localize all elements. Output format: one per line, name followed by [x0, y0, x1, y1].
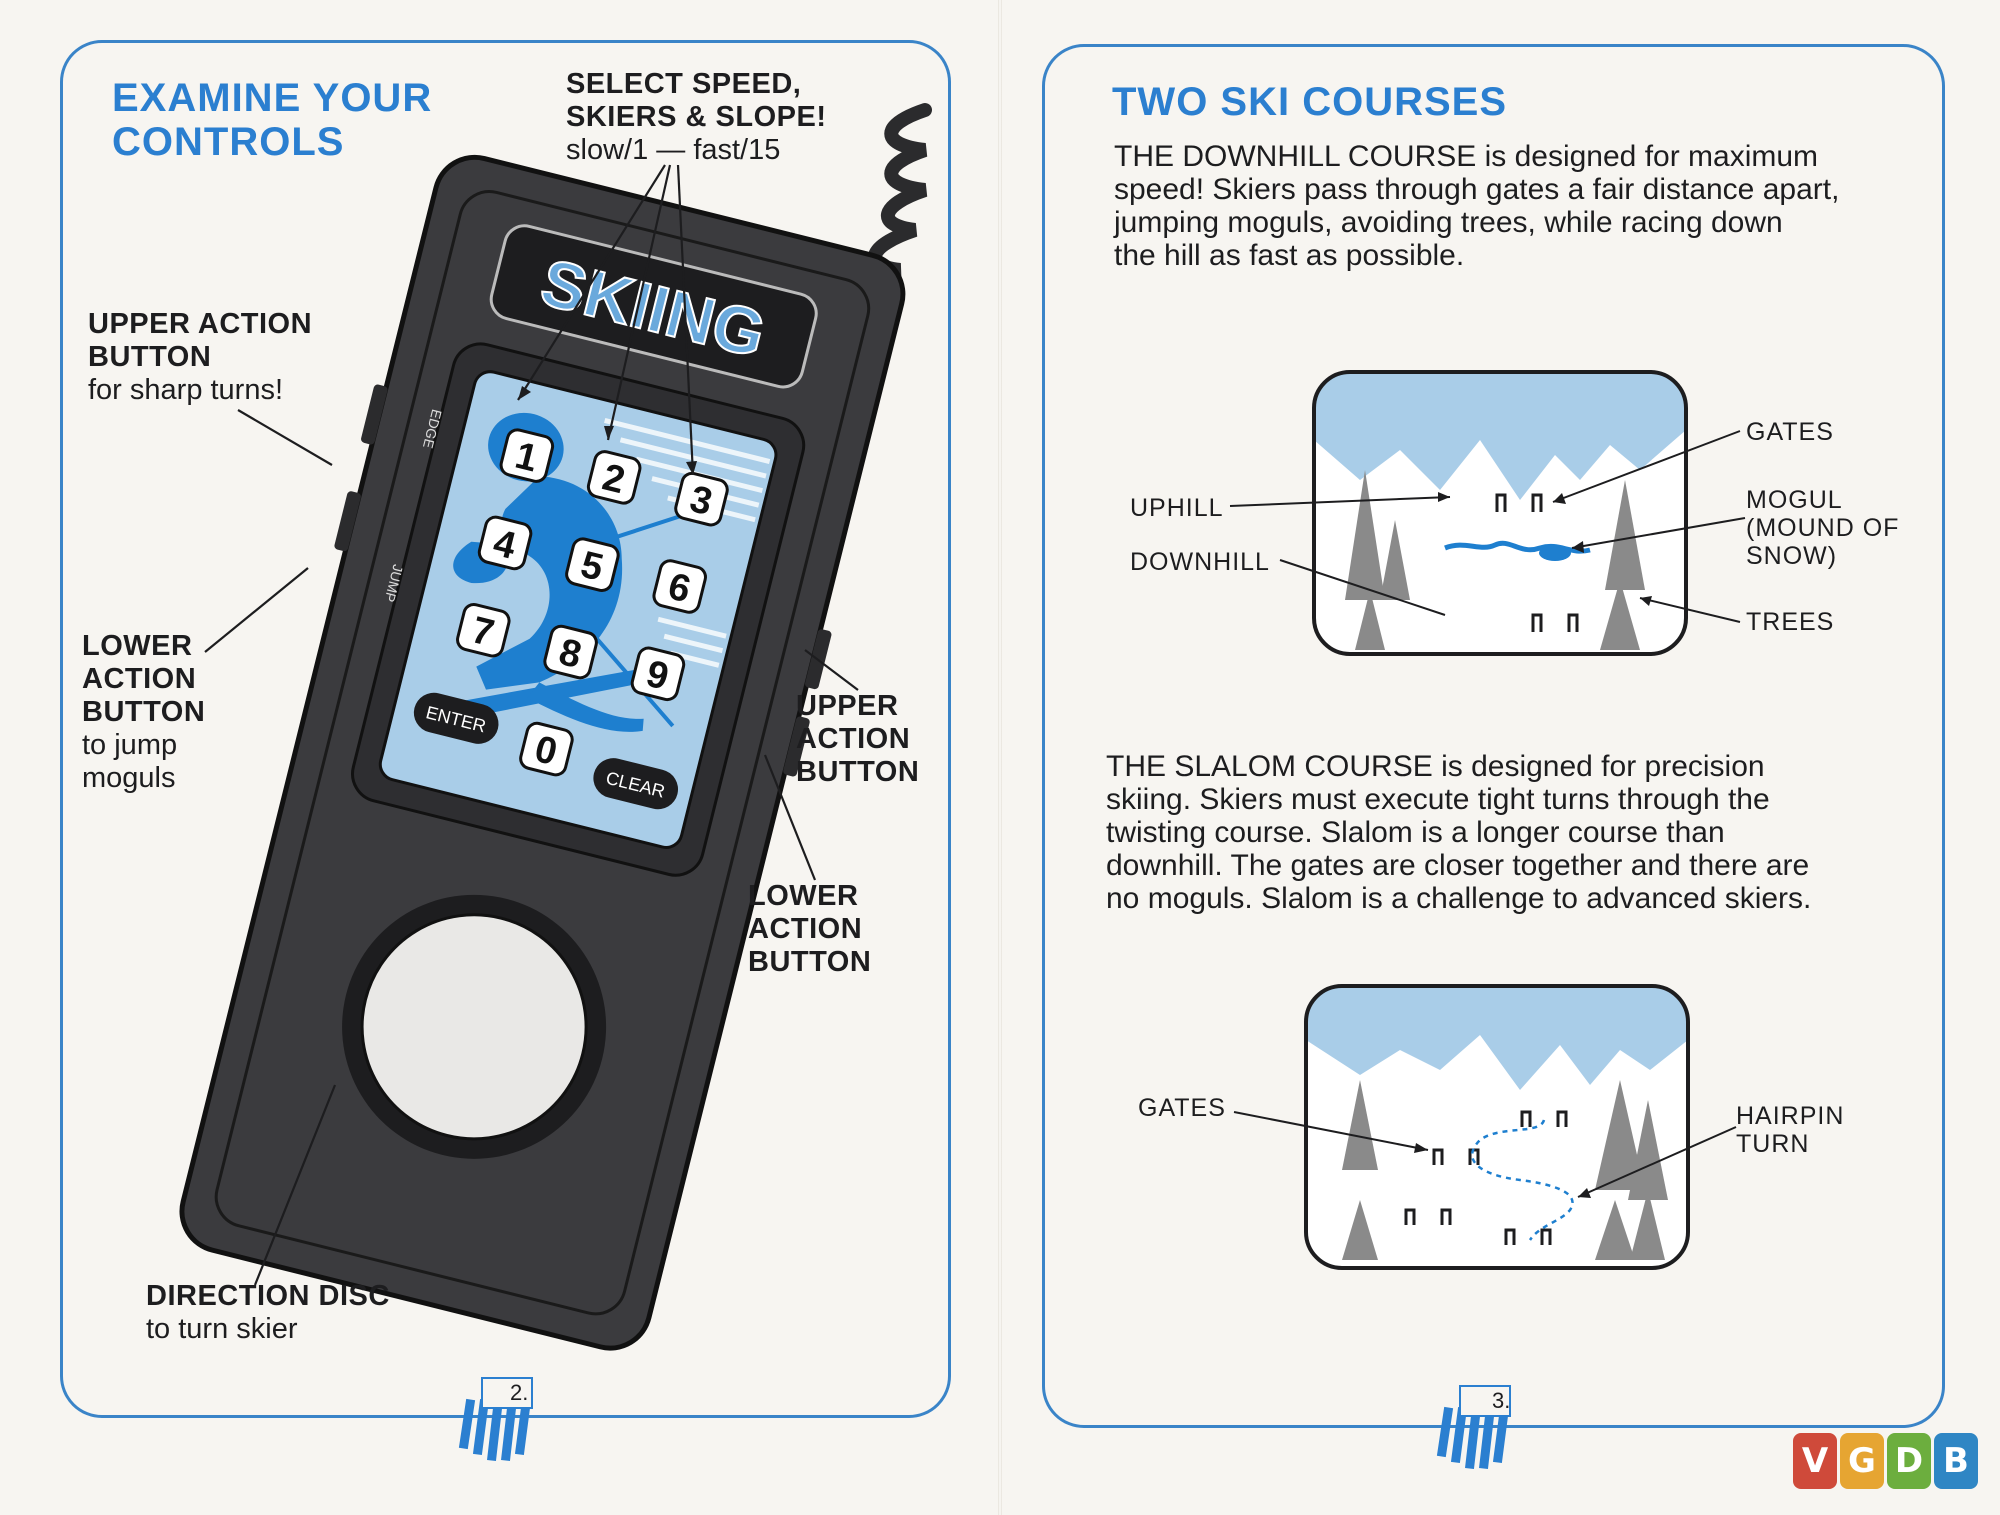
lower-left-line-1: LOWER [82, 630, 193, 662]
right-page-frame [1042, 44, 1945, 1428]
lower-left-line-2: ACTION [82, 663, 197, 695]
key-4[interactable]: 4 [477, 515, 533, 571]
slalom-line-2: skiing. Skiers must execute tight turns … [1106, 783, 1770, 816]
watermark-d: D [1887, 1433, 1931, 1489]
hairpin-turn-label: HAIRPIN TURN [1736, 1102, 1844, 1158]
lower-action-button-left[interactable] [334, 490, 362, 552]
lower-action-label-left: LOWER ACTION BUTTON to jump moguls [82, 630, 205, 795]
direction-line-2: to turn skier [146, 1313, 298, 1345]
right-page-title: TWO SKI COURSES [1112, 80, 1508, 124]
mogul-label: MOGUL (MOUND OF SNOW) [1746, 486, 1899, 570]
select-line-3: slow/1 — fast/15 [566, 134, 781, 166]
key-9[interactable]: 9 [630, 646, 686, 702]
right-page: TWO SKI COURSES THE DOWNHILL COURSE is d… [1000, 0, 2000, 1515]
upper-right-line-2: ACTION [796, 723, 911, 755]
upper-left-line-3: for sharp turns! [88, 374, 284, 406]
select-speed-label: SELECT SPEED, SKIERS & SLOPE! slow/1 — f… [566, 68, 827, 167]
downhill-callout-lines [1229, 430, 1746, 623]
page-fold [998, 0, 1002, 1515]
select-line-2: SKIERS & SLOPE! [566, 101, 827, 133]
watermark-b: B [1934, 1433, 1978, 1489]
hairpin-line-2: TURN [1736, 1130, 1810, 1158]
key-2[interactable]: 2 [586, 450, 642, 506]
slalom-trees [1342, 1080, 1668, 1260]
key-8[interactable]: 8 [543, 624, 599, 680]
enter-button[interactable]: ENTER [410, 689, 503, 749]
upper-action-label-left: UPPER ACTION BUTTON for sharp turns! [88, 308, 312, 407]
trees-label: TREES [1746, 608, 1835, 636]
clear-button[interactable]: CLEAR [589, 754, 682, 814]
key-0[interactable]: 0 [519, 721, 575, 777]
mogul-line-3: SNOW) [1746, 542, 1838, 570]
downhill-description: THE DOWNHILL COURSE is designed for maxi… [1114, 140, 1934, 272]
left-page-frame [60, 40, 951, 1418]
select-line-1: SELECT SPEED, [566, 68, 802, 100]
callout-lines [204, 164, 859, 1286]
title-line-1: EXAMINE YOUR [112, 76, 433, 120]
gates-label-downhill: GATES [1746, 418, 1834, 446]
watermark-g: G [1840, 1433, 1884, 1489]
trees [1345, 470, 1645, 650]
gates [1495, 493, 1579, 632]
direction-disc[interactable] [338, 891, 610, 1163]
downhill-label: DOWNHILL [1130, 548, 1270, 576]
title-line-2: CONTROLS [112, 120, 345, 164]
slalom-line-3: twisting course. Slalom is a longer cour… [1106, 816, 1725, 849]
upper-action-button-left[interactable] [360, 384, 388, 446]
slalom-gates [1404, 1110, 1568, 1245]
lower-action-button-right[interactable] [782, 716, 810, 778]
left-page-title: EXAMINE YOUR CONTROLS [112, 76, 432, 164]
mogul-line-2: (MOUND OF [1746, 514, 1900, 542]
upper-left-line-2: BUTTON [88, 341, 212, 373]
page-number-badge-right [1436, 1385, 1511, 1469]
lower-right-line-1: LOWER [748, 880, 859, 912]
downhill-line-1: THE DOWNHILL COURSE is designed for maxi… [1114, 140, 1819, 173]
lower-action-label-right: LOWER ACTION BUTTON [748, 880, 871, 979]
page-number-badge-left [458, 1377, 533, 1461]
downhill-course-illustration [1229, 370, 1746, 656]
upper-right-line-3: BUTTON [796, 756, 920, 788]
gates-label-slalom: GATES [1138, 1094, 1226, 1122]
lower-left-line-5: moguls [82, 762, 176, 794]
upper-action-label-right: UPPER ACTION BUTTON [796, 690, 919, 789]
lower-left-line-3: BUTTON [82, 696, 206, 728]
page-number-left: 2. [510, 1380, 529, 1405]
key-6[interactable]: 6 [652, 559, 708, 615]
lower-right-line-2: ACTION [748, 913, 863, 945]
lower-left-line-4: to jump [82, 729, 178, 761]
left-page: EXAMINE YOUR CONTROLS SKIING [60, 40, 951, 1461]
watermark-v: V [1793, 1433, 1837, 1489]
downhill-line-2: speed! Skiers pass through gates a fair … [1114, 173, 1840, 206]
key-7[interactable]: 7 [455, 602, 511, 658]
downhill-line-4: the hill as fast as possible. [1114, 239, 1465, 272]
page-number-right: 3. [1492, 1388, 1511, 1413]
hairpin-line-1: HAIRPIN [1736, 1102, 1845, 1130]
handheld-device-illustration: SKIING [179, 103, 932, 1351]
downhill-line-3: jumping moguls, avoiding trees, while ra… [1114, 206, 1783, 239]
direction-disc-label: DIRECTION DISC to turn skier [146, 1280, 390, 1346]
lower-right-line-3: BUTTON [748, 946, 872, 978]
slalom-course-illustration [1233, 984, 1737, 1270]
slalom-path [1471, 1119, 1574, 1241]
slalom-description: THE SLALOM COURSE is designed for precis… [1106, 750, 1936, 915]
mogul-line-1: MOGUL [1746, 486, 1843, 514]
slalom-callout-lines [1233, 1111, 1737, 1198]
vgdb-watermark: V G D B [1793, 1433, 1978, 1489]
uphill-label: UPHILL [1130, 494, 1224, 522]
direction-line-1: DIRECTION DISC [146, 1280, 390, 1312]
upper-left-line-1: UPPER ACTION [88, 308, 313, 340]
slalom-line-5: no moguls. Slalom is a challenge to adva… [1106, 882, 1812, 915]
slalom-line-4: downhill. The gates are closer together … [1106, 849, 1810, 882]
slalom-line-1: THE SLALOM COURSE is designed for precis… [1106, 750, 1765, 783]
key-1[interactable]: 1 [499, 428, 555, 484]
key-5[interactable]: 5 [565, 537, 621, 593]
logo-plate [489, 224, 818, 389]
key-3[interactable]: 3 [674, 471, 730, 527]
upper-right-line-1: UPPER [796, 690, 899, 722]
